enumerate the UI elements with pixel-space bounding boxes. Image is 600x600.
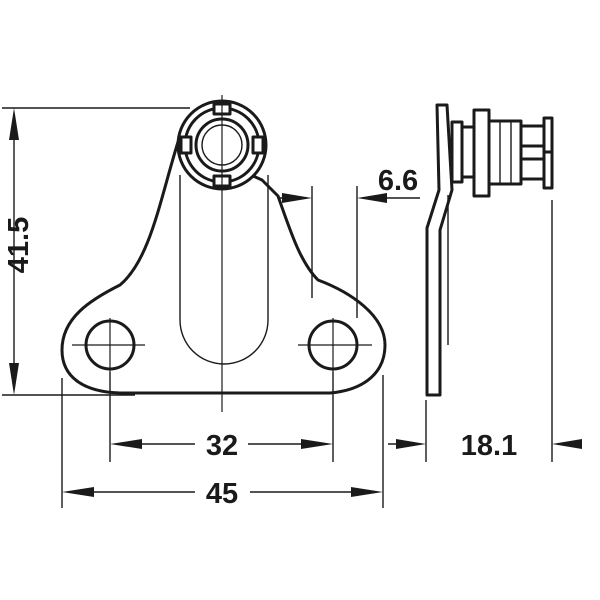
dimension-label-depth: 18.1 bbox=[461, 430, 517, 462]
dimension-depth: 18.1 bbox=[388, 200, 582, 462]
dimension-label-offset: 6.6 bbox=[378, 165, 418, 197]
side-flange-2 bbox=[460, 125, 476, 179]
arrowhead-hole-spacing-left bbox=[110, 439, 142, 449]
dimension-overall-width: 45 bbox=[61, 375, 384, 510]
dimension-offset: 6.6 bbox=[280, 165, 420, 318]
arrowhead-depth-right bbox=[552, 439, 582, 449]
side-plate bbox=[425, 103, 454, 397]
side-body bbox=[487, 119, 523, 186]
dimension-label-overall-width: 45 bbox=[206, 478, 238, 510]
arrowhead-width-left bbox=[62, 487, 94, 497]
side-flange-3 bbox=[472, 108, 491, 198]
arrowhead-offset-right bbox=[357, 193, 387, 203]
bracket-slot bbox=[179, 175, 269, 365]
arrowhead-height-bottom bbox=[9, 363, 19, 395]
arrowhead-height-top bbox=[9, 108, 19, 140]
bushing-lug-left bbox=[179, 135, 193, 155]
dimension-height: 41.5 bbox=[2, 107, 190, 396]
bracket-front-view bbox=[60, 95, 387, 412]
side-prong-tip-bottom bbox=[542, 150, 554, 190]
arrowhead-offset-left bbox=[282, 193, 312, 203]
dimension-label-hole-spacing: 32 bbox=[206, 430, 238, 462]
bushing-lug-right bbox=[251, 135, 265, 155]
arrowhead-width-right bbox=[351, 487, 383, 497]
arrowhead-hole-spacing-right bbox=[301, 439, 333, 449]
arrowhead-depth-left bbox=[396, 439, 426, 449]
bracket-side-view bbox=[425, 103, 554, 397]
side-prong-tip-top bbox=[542, 116, 554, 156]
bracket-base-outline bbox=[60, 140, 387, 395]
dimension-label-height: 41.5 bbox=[3, 217, 35, 273]
dimension-hole-spacing: 32 bbox=[109, 372, 334, 462]
